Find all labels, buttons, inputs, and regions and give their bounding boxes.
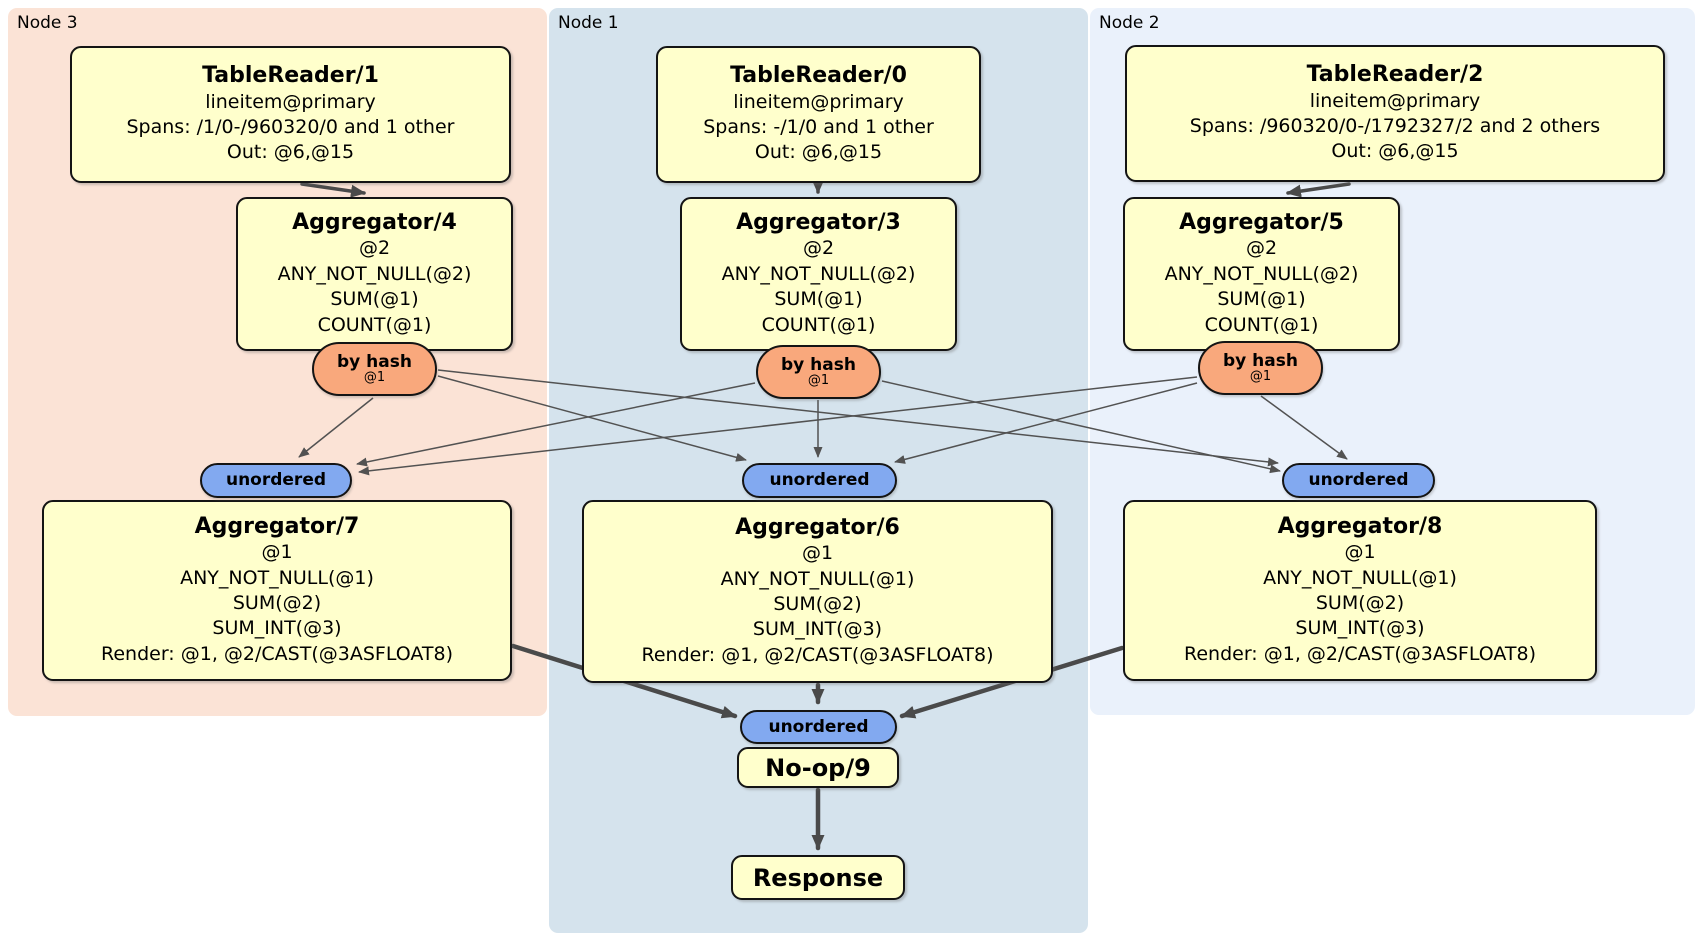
node-title: Aggregator/8 bbox=[1277, 513, 1443, 539]
sync-label: unordered bbox=[1308, 470, 1409, 491]
node-detail: Render: @1, @2/CAST(@3ASFLOAT8) bbox=[1184, 642, 1536, 665]
node-detail: SUM(@1) bbox=[1217, 288, 1306, 311]
node-detail: Spans: -/1/0 and 1 other bbox=[703, 115, 934, 138]
node-detail: @1 bbox=[261, 541, 293, 564]
edge-hash4-uo7 bbox=[298, 397, 374, 458]
node-title: TableReader/1 bbox=[202, 63, 379, 89]
router-label: by hash bbox=[1223, 350, 1298, 371]
node-detail: SUM_INT(@3) bbox=[752, 618, 883, 641]
node-title: Response bbox=[752, 863, 884, 892]
region-node1-label: Node 1 bbox=[558, 13, 619, 33]
node-aggregator-4: Aggregator/4 @2 ANY_NOT_NULL(@2) SUM(@1)… bbox=[236, 197, 513, 351]
node-detail: Out: @6,@15 bbox=[754, 141, 883, 164]
router-columns: @1 bbox=[1249, 369, 1272, 385]
node-detail: @2 bbox=[358, 237, 391, 260]
node-title: Aggregator/7 bbox=[194, 513, 360, 539]
edge-hash3-uo8 bbox=[881, 380, 1281, 474]
node-title: TableReader/0 bbox=[730, 63, 907, 89]
router-by-hash-pill: by hash @1 bbox=[312, 342, 437, 396]
node-detail: Render: @1, @2/CAST(@3ASFLOAT8) bbox=[101, 642, 453, 665]
router-label: by hash bbox=[781, 354, 856, 375]
sync-label: unordered bbox=[769, 470, 870, 491]
node-detail: ANY_NOT_NULL(@1) bbox=[180, 566, 374, 589]
edge-hash3-uo7 bbox=[356, 382, 756, 467]
node-title: Aggregator/6 bbox=[735, 514, 900, 540]
edge-hash4-uo8 bbox=[437, 369, 1279, 467]
node-detail: COUNT(@1) bbox=[761, 313, 876, 336]
sync-label: unordered bbox=[768, 716, 869, 737]
node-detail: @1 bbox=[801, 542, 834, 565]
node-title: Aggregator/4 bbox=[292, 209, 457, 235]
router-columns: @1 bbox=[363, 370, 386, 386]
sync-unordered-pill: unordered bbox=[742, 463, 897, 498]
node-tablereader-0: TableReader/0 lineitem@primary Spans: -/… bbox=[656, 46, 981, 183]
node-detail: @2 bbox=[1245, 237, 1278, 260]
node-aggregator-6: Aggregator/6 @1 ANY_NOT_NULL(@1) SUM(@2)… bbox=[582, 500, 1053, 683]
node-detail: @1 bbox=[1344, 541, 1376, 564]
node-title: Aggregator/5 bbox=[1179, 209, 1344, 235]
node-detail: lineitem@primary bbox=[1309, 89, 1481, 112]
node-detail: SUM(@2) bbox=[773, 592, 862, 615]
edge-hash5-uo7 bbox=[358, 376, 1198, 476]
node-detail: ANY_NOT_NULL(@2) bbox=[277, 262, 472, 285]
node-detail: COUNT(@1) bbox=[317, 313, 432, 336]
region-node3-label: Node 3 bbox=[17, 13, 78, 33]
node-detail: SUM(@2) bbox=[1315, 591, 1405, 614]
node-detail: Spans: /960320/0-/1792327/2 and 2 others bbox=[1189, 114, 1601, 137]
edge-tr2-agg5 bbox=[1286, 182, 1351, 198]
node-response: Response bbox=[731, 855, 905, 900]
node-aggregator-7: Aggregator/7 @1 ANY_NOT_NULL(@1) SUM(@2)… bbox=[42, 500, 512, 681]
node-title: No-op/9 bbox=[765, 753, 871, 782]
sync-unordered-pill: unordered bbox=[1282, 463, 1435, 498]
edge-tr1-agg4 bbox=[300, 182, 366, 198]
node-detail: SUM(@2) bbox=[232, 591, 322, 614]
node-detail: SUM_INT(@3) bbox=[1295, 617, 1425, 640]
node-detail: lineitem@primary bbox=[205, 90, 376, 113]
router-by-hash-pill: by hash @1 bbox=[1198, 341, 1323, 395]
node-detail: lineitem@primary bbox=[733, 90, 904, 113]
sync-unordered-pill: unordered bbox=[200, 463, 352, 498]
node-detail: ANY_NOT_NULL(@1) bbox=[1263, 566, 1457, 589]
node-detail: Out: @6,@15 bbox=[226, 141, 355, 164]
node-title: TableReader/2 bbox=[1306, 62, 1484, 88]
router-by-hash-pill: by hash @1 bbox=[756, 345, 881, 399]
node-detail: Out: @6,@15 bbox=[1331, 140, 1459, 163]
node-detail: ANY_NOT_NULL(@1) bbox=[720, 567, 915, 590]
node-noop-9: No-op/9 bbox=[737, 747, 899, 788]
node-tablereader-1: TableReader/1 lineitem@primary Spans: /1… bbox=[70, 46, 511, 183]
node-detail: Render: @1, @2/CAST(@3ASFLOAT8) bbox=[641, 643, 994, 666]
edge-hash5-uo6 bbox=[894, 382, 1198, 464]
node-detail: SUM(@1) bbox=[774, 288, 863, 311]
region-node2-label: Node 2 bbox=[1099, 13, 1160, 33]
router-columns: @1 bbox=[807, 373, 830, 389]
edge-hash4-uo6 bbox=[437, 375, 747, 462]
node-tablereader-2: TableReader/2 lineitem@primary Spans: /9… bbox=[1125, 45, 1665, 182]
sync-label: unordered bbox=[225, 470, 327, 491]
sync-unordered-pill: unordered bbox=[740, 710, 897, 744]
node-title: Aggregator/3 bbox=[736, 209, 901, 235]
node-detail: ANY_NOT_NULL(@2) bbox=[1164, 262, 1359, 285]
node-detail: Spans: /1/0-/960320/0 and 1 other bbox=[126, 115, 455, 138]
node-detail: COUNT(@1) bbox=[1204, 313, 1319, 336]
node-aggregator-8: Aggregator/8 @1 ANY_NOT_NULL(@1) SUM(@2)… bbox=[1123, 500, 1597, 681]
node-detail: SUM_INT(@3) bbox=[212, 617, 342, 640]
node-aggregator-5: Aggregator/5 @2 ANY_NOT_NULL(@2) SUM(@1)… bbox=[1123, 197, 1400, 351]
node-detail: @2 bbox=[802, 237, 835, 260]
node-detail: SUM(@1) bbox=[330, 288, 419, 311]
router-label: by hash bbox=[337, 351, 412, 372]
edge-hash5-uo8 bbox=[1260, 395, 1348, 460]
node-detail: ANY_NOT_NULL(@2) bbox=[721, 262, 916, 285]
node-aggregator-3: Aggregator/3 @2 ANY_NOT_NULL(@2) SUM(@1)… bbox=[680, 197, 957, 351]
